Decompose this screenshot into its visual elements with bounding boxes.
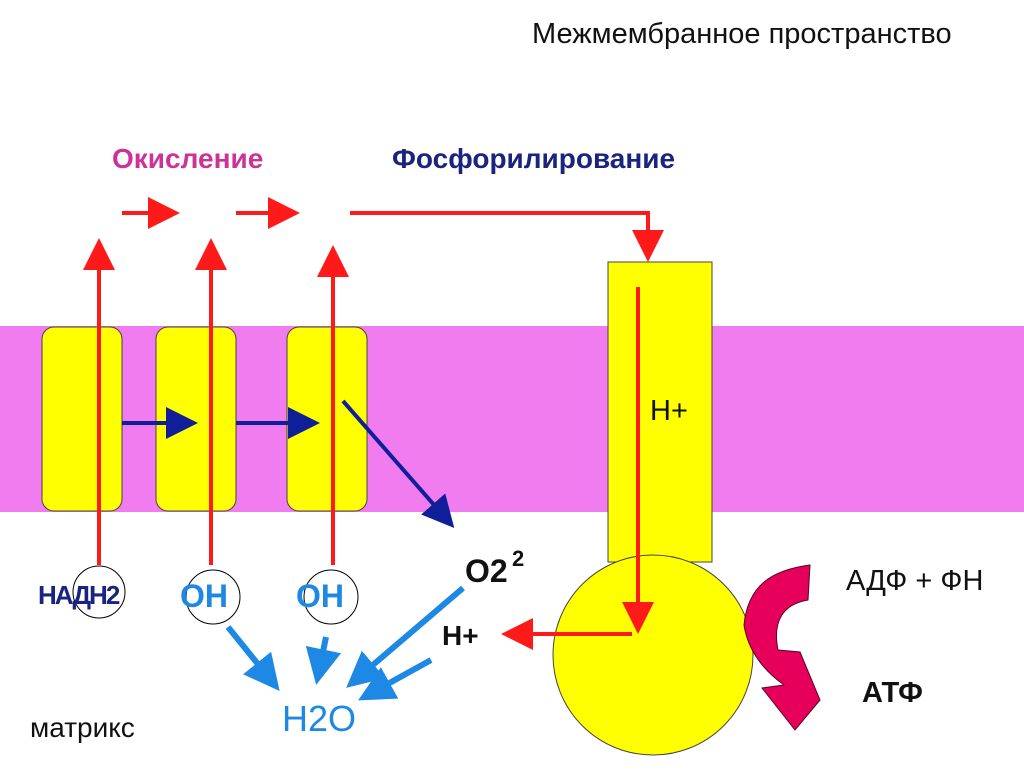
oxygen-charge: 2 [512, 546, 525, 571]
channel-proton-label: H+ [650, 395, 688, 427]
matrix-label: матрикс [30, 712, 135, 743]
membrane [0, 326, 1024, 512]
substrate-label-1: НАДН2 [38, 580, 120, 610]
water-arrow-2 [305, 636, 342, 685]
adp-pi-label: АДФ + ФН [846, 565, 984, 597]
complex-3 [286, 326, 368, 512]
proton-out-label: H+ [442, 620, 479, 651]
oxygen-label: O2 [465, 553, 508, 589]
substrate-label-3: OH [296, 578, 344, 614]
phosphorylation-arrow [350, 211, 664, 262]
substrate-circle-2 [185, 569, 241, 625]
page-title: Межмембранное пространство [532, 18, 952, 50]
complex-2 [155, 326, 237, 512]
atp-synthase-head [552, 554, 754, 756]
atp-curved-arrow [743, 564, 821, 731]
substrate-label-2: OH [180, 578, 228, 614]
phosphorylation-label: Фосфорилирование [392, 143, 676, 174]
electron-arrow-3 [341, 399, 455, 529]
water-arrow-1 [225, 625, 280, 692]
substrate-circle-3 [303, 569, 359, 625]
oxidation-label: Окисление [112, 143, 264, 174]
water-label: H2O [282, 698, 357, 739]
water-arrow-4 [358, 657, 433, 701]
substrate-circle-1 [72, 565, 126, 619]
atp-label: АТФ [862, 677, 923, 709]
atp-synthase-channel [607, 261, 713, 563]
complex-1 [41, 326, 123, 512]
water-arrow-3 [346, 585, 465, 688]
